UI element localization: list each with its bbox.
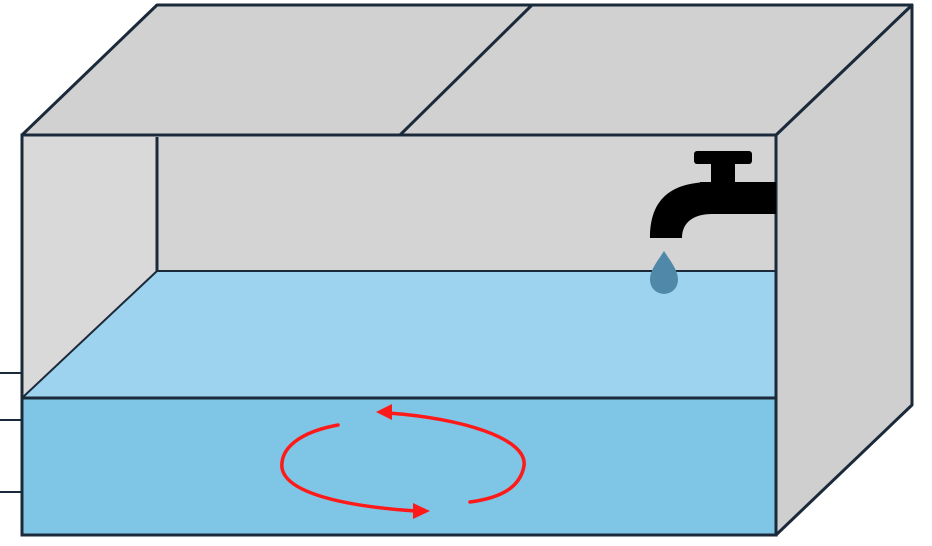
left-reference-ticks bbox=[0, 372, 22, 493]
faucet-handle bbox=[694, 151, 752, 164]
faucet-icon bbox=[650, 151, 776, 238]
faucet-spout bbox=[650, 182, 712, 238]
circulation-arrow-upper bbox=[386, 411, 526, 504]
faucet-body bbox=[700, 182, 776, 214]
water-drop-icon bbox=[650, 251, 678, 294]
arrowhead-upper bbox=[376, 404, 392, 420]
circular-arrows-icon bbox=[280, 404, 526, 519]
circulation-arrow-lower bbox=[280, 423, 418, 513]
water-front-face bbox=[20, 396, 778, 537]
arrowhead-lower bbox=[413, 503, 430, 519]
lid-seam bbox=[398, 3, 534, 137]
